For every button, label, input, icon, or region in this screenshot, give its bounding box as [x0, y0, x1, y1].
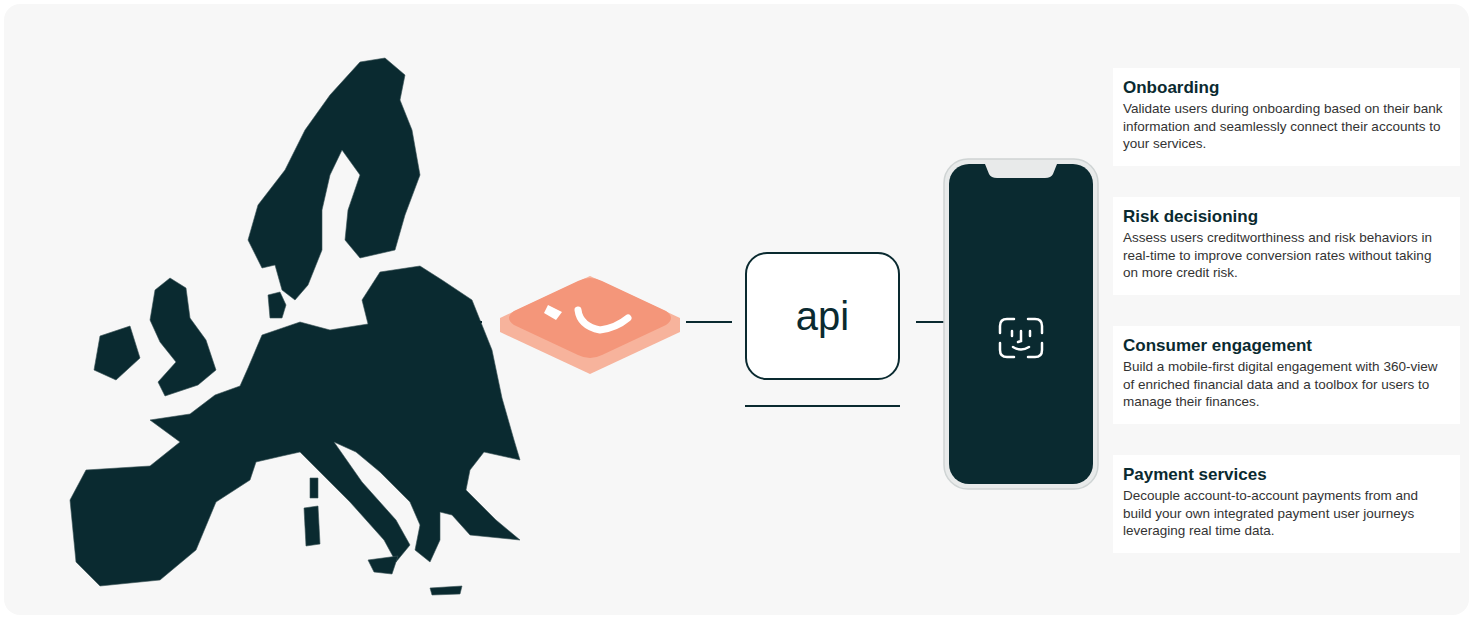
logo-symbol-right [578, 310, 628, 330]
api-box: api [745, 252, 900, 380]
use-case-card: OnboardingValidate users during onboardi… [1113, 68, 1460, 166]
card-description: Assess users creditworthiness and risk b… [1123, 229, 1448, 282]
card-heading: Risk decisioning [1123, 207, 1448, 227]
card-heading: Payment services [1123, 465, 1448, 485]
card-description: Decouple account-to-account payments fro… [1123, 487, 1448, 540]
scandinavia [248, 58, 420, 300]
use-case-card: Consumer engagementBuild a mobile-first … [1113, 326, 1460, 424]
api-underline [745, 405, 900, 407]
card-description: Build a mobile-first digital engagement … [1123, 358, 1448, 411]
use-case-card: Payment servicesDecouple account-to-acco… [1113, 455, 1460, 553]
card-heading: Consumer engagement [1123, 336, 1448, 356]
ireland [94, 326, 140, 380]
sardinia [304, 506, 320, 546]
denmark [268, 292, 286, 318]
phone [944, 159, 1098, 489]
phone-notch [985, 164, 1057, 178]
use-case-card: Risk decisioningAssess users creditworth… [1113, 197, 1460, 295]
phone-frame [944, 159, 1098, 489]
europe-map [70, 58, 520, 595]
logo-link [686, 321, 732, 323]
corsica [310, 478, 318, 498]
logo-tile [500, 276, 680, 374]
great-britain [150, 278, 216, 396]
face-id-icon [1000, 319, 1042, 357]
phone-screen [949, 164, 1093, 484]
crete [430, 586, 462, 595]
card-description: Validate users during onboarding based o… [1123, 100, 1448, 153]
logo-top [509, 278, 671, 358]
card-heading: Onboarding [1123, 78, 1448, 98]
map-link [435, 321, 482, 323]
sicily [368, 556, 398, 574]
logo-side [500, 276, 680, 374]
api-label: api [796, 296, 849, 336]
mainland-europe [70, 266, 520, 586]
logo-symbol-left [544, 305, 562, 320]
